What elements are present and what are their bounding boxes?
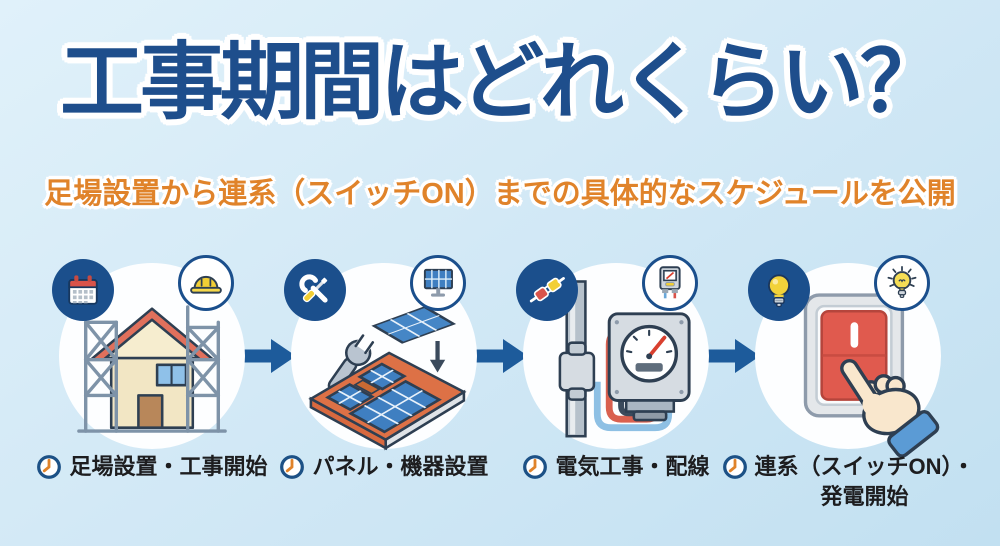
power-meter-icon — [642, 255, 698, 311]
clock-icon — [280, 455, 305, 479]
house-with-scaffolding-illustration — [77, 305, 227, 433]
clock-icon — [722, 455, 747, 479]
step-labels-row: 足場設置・工事開始 パネル・機器設置 電気工事・配線 連系（スイッチON）・ — [0, 452, 1000, 511]
clock-icon — [523, 455, 548, 479]
process-steps-row — [0, 255, 1000, 458]
step-arrow — [472, 263, 528, 449]
glowing-bulb-icon — [874, 255, 930, 311]
clock-icon — [37, 455, 62, 479]
step-label-text: パネル・機器設置 — [312, 454, 489, 479]
step-arrow — [240, 263, 296, 449]
label-scaffolding: 足場設置・工事開始 — [36, 452, 268, 511]
hand-pressing-switch-illustration — [803, 293, 940, 458]
label-grid-connection: 連系（スイッチON）・ 発電開始 — [722, 452, 975, 511]
step-panel-install — [284, 255, 477, 451]
lightbulb-icon — [748, 259, 810, 321]
label-panel-install: パネル・機器設置 — [268, 452, 500, 511]
solar-panel-icon — [410, 255, 466, 311]
page-subtitle: 足場設置から連系（スイッチON）までの具体的なスケジュールを公開 — [44, 178, 956, 210]
step-label-text: 電気工事・配線 — [555, 454, 710, 479]
calendar-icon — [52, 259, 114, 321]
label-electrical: 電気工事・配線 — [500, 452, 732, 511]
cable-connector-icon — [516, 259, 578, 321]
electric-meter-wiring-illustration — [558, 280, 691, 438]
page-title: 工事期間はどれくらい？ — [59, 35, 944, 129]
step-electrical — [516, 255, 709, 449]
hardhat-icon — [178, 255, 234, 311]
tools-icon — [284, 259, 346, 321]
step-label-text: 足場設置・工事開始 — [69, 454, 268, 479]
solar-panel-on-roof-illustration — [308, 305, 467, 451]
step-grid-connection — [748, 255, 941, 458]
step-label-text-line1: 連系（スイッチON）・ — [754, 454, 975, 479]
step-scaffolding — [52, 255, 245, 449]
step-arrow — [704, 263, 760, 449]
step-label-text-line2: 発電開始 — [820, 483, 909, 509]
